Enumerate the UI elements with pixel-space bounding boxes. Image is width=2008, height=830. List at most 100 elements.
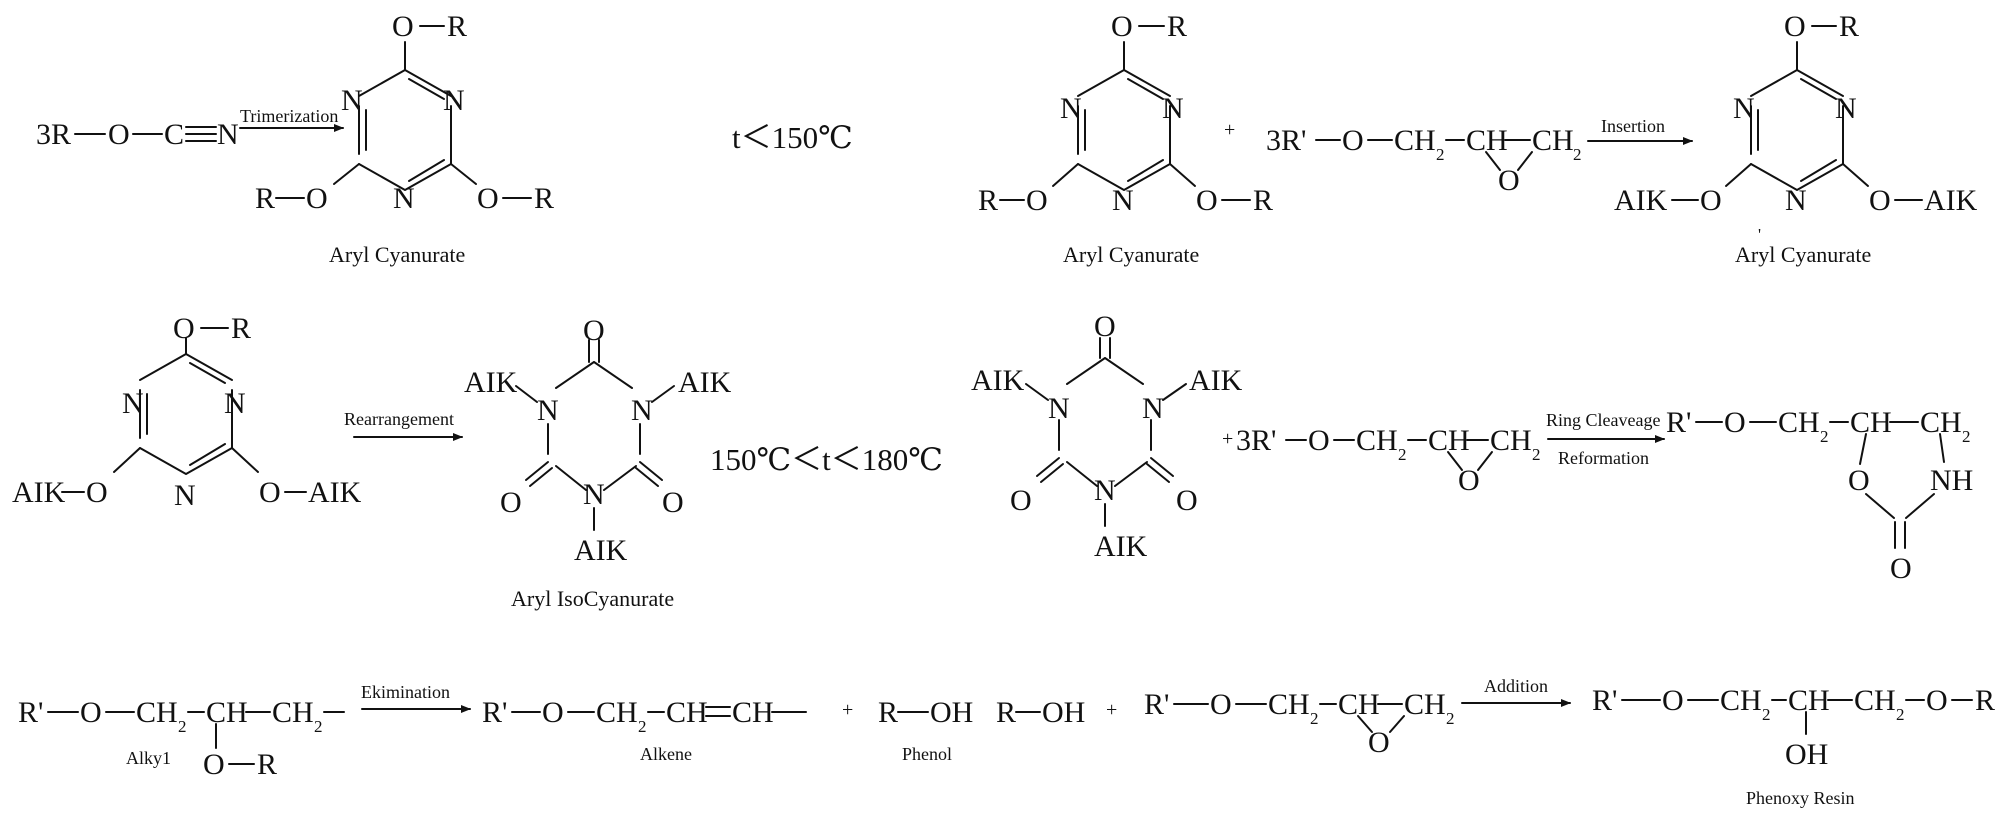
triazine-aryl-cyanurate-1: N N N O R O R O R [255,10,554,215]
atom-o: O [1196,184,1218,217]
atom-3r-prime: 3R' [1236,424,1276,457]
triazine-aryl-cyanurate-2: N N N O R O R O R [978,10,1273,217]
ring-n: N [1112,184,1134,217]
atom-alk: AIK [464,366,518,399]
subscript-2: 2 [178,717,187,736]
atom-r-prime: R' [1144,688,1169,721]
caption-alkyl: Alky1 [126,748,171,768]
atom-o: O [203,748,225,781]
atom-oh: OH [930,696,973,729]
atom-r: R [1839,10,1859,43]
ring-n: N [224,387,246,420]
atom-ch: CH [1788,684,1830,717]
subscript-2: 2 [1398,445,1407,464]
atom-o: O [86,476,108,509]
insertion-label: Insertion [1601,116,1665,136]
epoxide-o: O [1498,164,1520,197]
atom-o: O [542,696,564,729]
atom-r: R [1167,10,1187,43]
atom-o: O [1662,684,1684,717]
atom-ch2: CH [272,696,314,729]
subscript-2: 2 [1310,709,1319,728]
ring-n: N [1060,92,1082,125]
ring-n: N [122,387,144,420]
subscript-2: 2 [1446,709,1455,728]
carbonyl-o: O [1890,552,1912,585]
addition-label: Addition [1484,676,1548,696]
temperature-condition-1: t＜150℃ [732,120,853,155]
subscript-2: 2 [1962,427,1971,446]
atom-ch: CH [732,696,774,729]
atom-o: O [1308,424,1330,457]
epoxide-reactant-2: + 3R' O CH 2 CH CH 2 O [1222,424,1541,497]
carbonyl-o: O [1010,484,1032,517]
atom-ch: CH [666,696,708,729]
atom-o: O [392,10,414,43]
ring-cleavage-arrow: Ring Cleaveage Reformation [1546,410,1665,468]
atom-alk: AIK [1924,184,1978,217]
subscript-2: 2 [638,717,647,736]
atom-o: O [1700,184,1722,217]
subscript-2: 2 [314,717,323,736]
atom-r: R [878,696,898,729]
atom-ch2: CH [1356,424,1398,457]
subscript-2: 2 [1896,705,1905,724]
atom-r: R [1975,684,1995,717]
atom-o: O [1026,184,1048,217]
caption-aryl-isocyanurate: Aryl IsoCyanurate [511,586,674,611]
carbonyl-o: O [1176,484,1198,517]
atom-r: R [255,182,275,215]
atom-ch: CH [206,696,248,729]
ring-n: N [341,84,363,117]
atom-oh: OH [1785,738,1828,771]
isocyanurate-ring-1: O N N N O O AIK AIK AIK [464,314,732,567]
addition-arrow: Addition [1461,676,1571,707]
epoxide-reactant-1: 3R' O CH 2 CH CH 2 O [1266,124,1582,197]
stray-mark: ' [1758,225,1761,244]
atom-r: R [257,748,277,781]
atom-3r: 3R [36,118,71,151]
atom-o: O [306,182,328,215]
atom-ch2: CH [1778,406,1820,439]
epoxide-o: O [1458,464,1480,497]
elimination-label: Ekimination [361,682,450,702]
ring-o: O [1848,464,1870,497]
subscript-2: 2 [1820,427,1829,446]
atom-alk: AIK [574,534,628,567]
atom-r: R [231,312,251,345]
atom-o: O [173,312,195,345]
ring-n: N [174,479,196,512]
ring-n: N [1785,184,1807,217]
atom-ch2: CH [1404,688,1446,721]
atom-ch2: CH [1268,688,1310,721]
atom-o: O [108,118,130,151]
ring-n: N [631,394,653,427]
epoxide-o: O [1368,726,1390,759]
atom-o: O [1111,10,1133,43]
atom-alk: AIK [1189,364,1243,397]
trimerization-arrow: Trimerization [239,106,344,132]
alkene-product: R' O CH 2 CH CH Alkene [482,696,807,764]
ring-n: N [1733,92,1755,125]
atom-c: C [164,118,184,151]
atom-o: O [1210,688,1232,721]
atom-ch2: CH [596,696,638,729]
ring-n: N [1094,474,1116,507]
trimerization-label: Trimerization [240,106,338,126]
plus-sign: + [1222,428,1233,450]
carbonyl-o: O [500,486,522,519]
atom-ch2: CH [1854,684,1896,717]
triazine-alkyl-cyanurate: N N N O R O AIK O AIK [1614,10,1978,217]
isocyanurate-ring-2: O N N N O O AIK AIK AIK [971,310,1243,563]
subscript-2: 2 [1532,445,1541,464]
plus-sign: + [842,699,853,721]
ring-n: N [537,394,559,427]
atom-r-prime: R' [482,696,507,729]
subscript-2: 2 [1762,705,1771,724]
atom-alk: AIK [971,364,1025,397]
atom-r: R [1253,184,1273,217]
atom-ch2: CH [136,696,178,729]
ring-n: N [1162,92,1184,125]
atom-alk: AIK [308,476,362,509]
